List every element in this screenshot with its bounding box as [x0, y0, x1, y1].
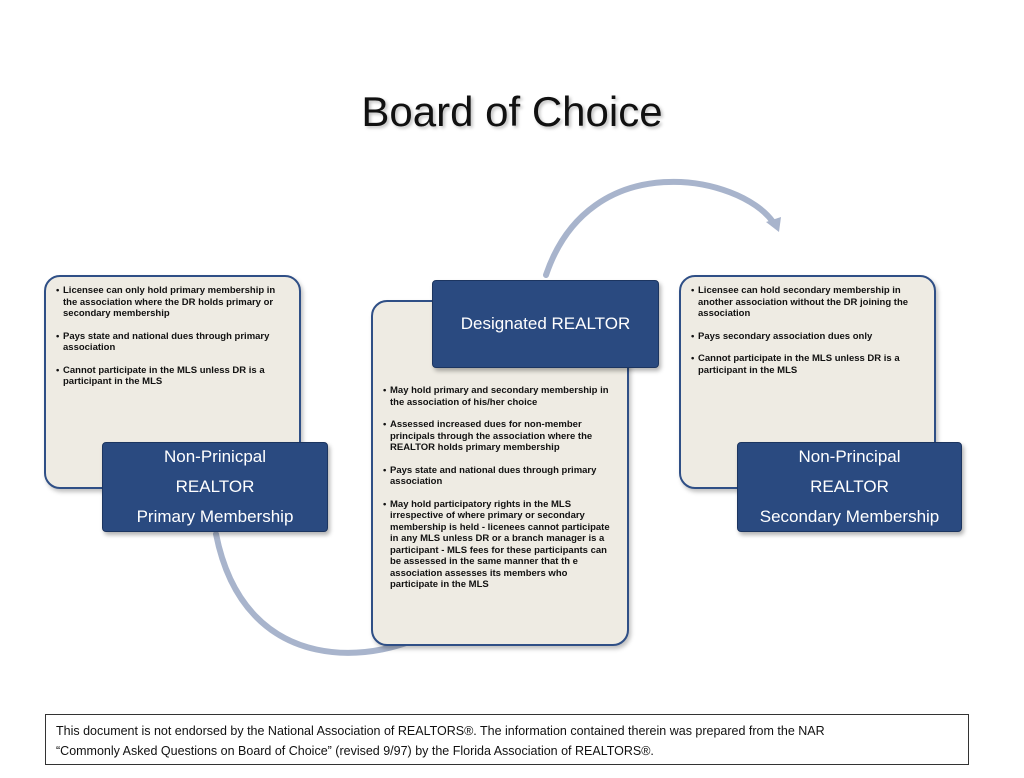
- page-title: Board of Choice: [361, 88, 663, 135]
- secondary-membership-bullets: Licensee can hold secondary membership i…: [691, 285, 924, 376]
- label-line: REALTOR: [175, 477, 255, 496]
- non-principal-secondary-label: Non-Principal REALTOR Secondary Membersh…: [737, 442, 962, 532]
- label-line: Designated REALTOR: [460, 314, 631, 333]
- bullet-item: Pays secondary association dues only: [691, 331, 924, 343]
- arrow-designated-to-secondary: [543, 178, 776, 278]
- label-line: Primary Membership: [136, 507, 294, 526]
- non-principal-primary-label: Non-Prinicpal REALTOR Primary Membership: [102, 442, 328, 532]
- label-line: Non-Prinicpal: [163, 447, 267, 466]
- primary-membership-bullets: Licensee can only hold primary membershi…: [56, 285, 289, 388]
- designated-realtor-label: Designated REALTOR: [432, 280, 659, 368]
- disclaimer-box: This document is not endorsed by the Nat…: [45, 714, 969, 765]
- bullet-item: Cannot participate in the MLS unless DR …: [691, 353, 924, 376]
- bullet-item: Pays state and national dues through pri…: [56, 331, 289, 354]
- bullet-item: Cannot participate in the MLS unless DR …: [56, 365, 289, 388]
- bullet-item: Assessed increased dues for non-member p…: [383, 419, 617, 454]
- bullet-item: Licensee can hold secondary membership i…: [691, 285, 924, 320]
- disclaimer-line: “Commonly Asked Questions on Board of Ch…: [56, 744, 654, 758]
- designated-realtor-bullets: May hold primary and secondary membershi…: [383, 385, 617, 591]
- label-line: REALTOR: [810, 477, 889, 496]
- label-line: Secondary Membership: [759, 507, 940, 526]
- bullet-item: Licensee can only hold primary membershi…: [56, 285, 289, 320]
- disclaimer-line: This document is not endorsed by the Nat…: [56, 724, 825, 738]
- label-line: Non-Principal: [798, 447, 901, 466]
- arrowhead-secondary: [766, 217, 781, 232]
- bullet-item: May hold primary and secondary membershi…: [383, 385, 617, 408]
- bullet-item: Pays state and national dues through pri…: [383, 465, 617, 488]
- bullet-item: May hold participatory rights in the MLS…: [383, 499, 617, 591]
